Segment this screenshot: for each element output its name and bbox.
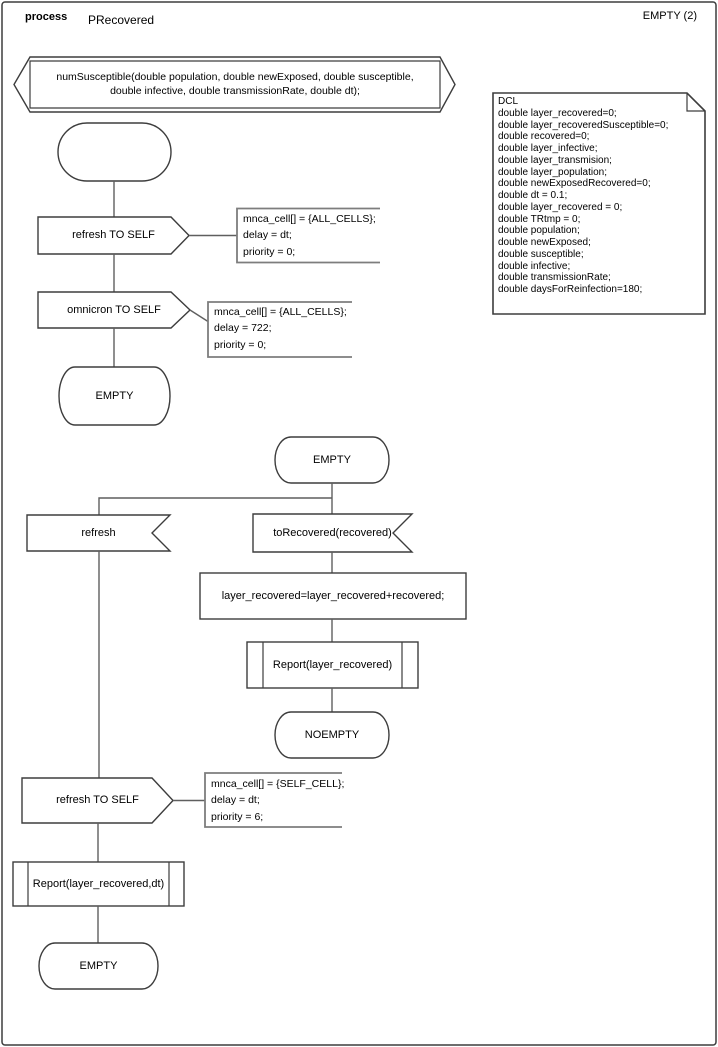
comment-refresh-self-text: mnca_cell[] = {SELF_CELL}; delay = dt; p… [211,778,345,823]
header-kind-label: process [25,11,68,23]
input-torecovered-label: toRecovered(recovered) [273,526,392,539]
output-refresh-to-self-shape[interactable] [37,216,190,255]
state-empty-3-label: EMPTY [79,959,118,972]
procedure-report-label: Report(layer_recovered) [272,658,393,671]
procedure-report-dt-shape[interactable] [12,861,185,907]
dcl-text: DCL double layer_recovered=0; double lay… [498,96,669,295]
dcl-note-shape[interactable] [492,92,706,315]
output-refresh-to-self-2-shape[interactable] [21,777,174,824]
connector-state-to-input-left [98,497,332,515]
input-refresh-shape[interactable] [26,514,172,552]
task-assign-shape[interactable] [199,572,467,620]
state-empty-2-shape[interactable] [274,436,390,484]
comment-bracket-3[interactable] [204,772,342,828]
signature-label: numSusceptible(double population, double… [56,70,414,97]
header-page-label: EMPTY (2) [642,10,697,22]
connector-output-to-comment-2 [189,309,209,323]
state-noempty-shape[interactable] [274,711,390,759]
comment-refresh-text: mnca_cell[] = {ALL_CELLS}; delay = dt; p… [243,213,376,258]
state-empty-3-shape[interactable] [38,942,159,990]
procedure-report-shape[interactable] [246,641,419,689]
input-refresh-label: refresh [81,526,116,539]
comment-omnicron-text: mnca_cell[] = {ALL_CELLS}; delay = 722; … [214,306,347,351]
output-omnicron-to-self-shape[interactable] [37,291,192,329]
signature-symbol-inner [29,60,441,109]
state-noempty-label: NOEMPTY [304,728,360,741]
start-symbol[interactable] [57,122,172,182]
comment-bracket-2[interactable] [207,301,352,358]
state-empty-2-label: EMPTY [313,453,351,466]
output-refresh-to-self-2-label: refresh TO SELF [56,794,139,807]
procedure-report-dt-bars [27,862,170,906]
header-diagram-name: PRecovered [88,13,155,27]
task-assign-label: layer_recovered=layer_recovered+recovere… [221,589,445,602]
output-omnicron-to-self-label: omnicron TO SELF [67,303,161,316]
procedure-report-bars [262,642,403,688]
procedure-report-dt-label: Report(layer_recovered,dt) [32,877,165,890]
signature-symbol-outer[interactable] [13,56,456,113]
comment-bracket-1[interactable] [236,207,380,264]
output-refresh-to-self-label: refresh TO SELF [72,229,155,242]
input-torecovered-shape[interactable] [252,513,414,553]
state-empty-1-label: EMPTY [95,389,134,402]
dcl-note-fold [686,93,705,112]
state-empty-1-shape[interactable] [58,366,171,426]
